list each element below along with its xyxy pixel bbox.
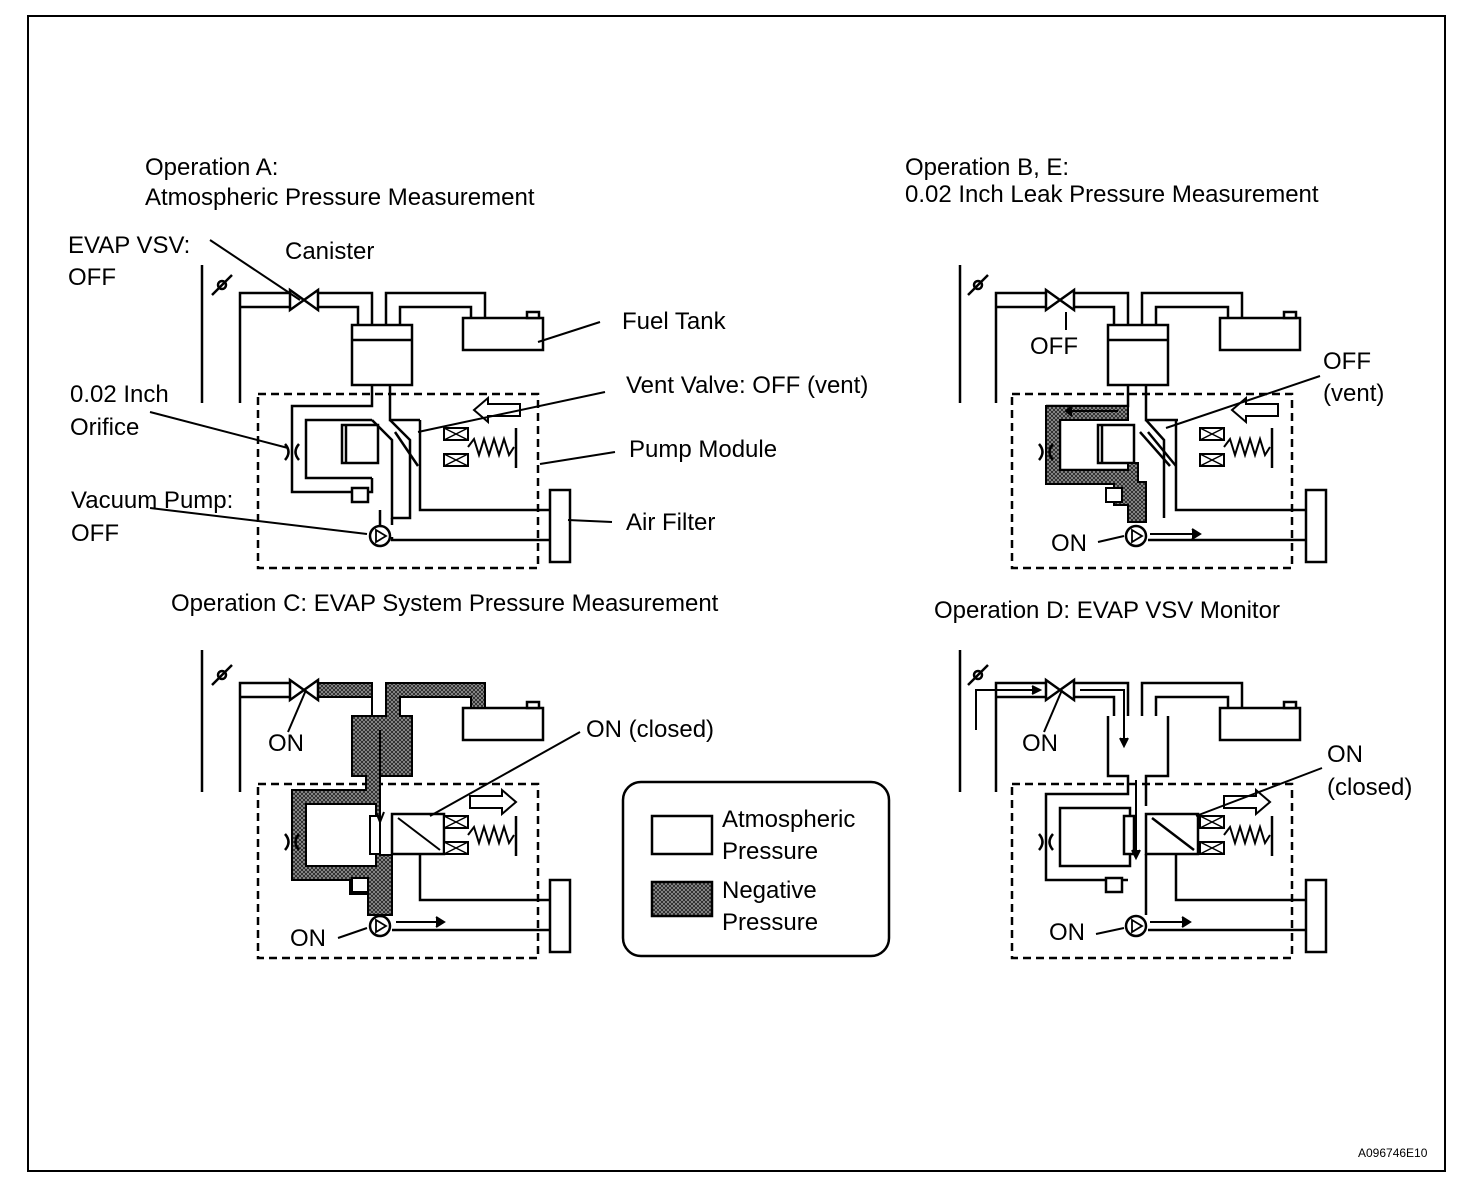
panel-c-title: Operation C: EVAP System Pressure Measur… <box>171 590 719 617</box>
panel-d-title: Operation D: EVAP VSV Monitor <box>934 597 1280 624</box>
legend-atmospheric-label-line2: Pressure <box>722 838 819 865</box>
panel-a-vacuum-pump-label: Vacuum Pump: <box>71 487 234 514</box>
legend-atmospheric-label-line1: Atmospheric <box>722 806 856 833</box>
figure-code: A096746E10 <box>1358 1146 1428 1160</box>
panel-a-evap-vsv-label: EVAP VSV: <box>68 232 191 259</box>
panel-d-pump-state: ON <box>1049 919 1085 946</box>
legend-box <box>621 780 891 958</box>
panel-a-title-line2: Atmospheric Pressure Measurement <box>145 184 535 211</box>
panel-c-vsv-state: ON <box>268 730 304 757</box>
legend-atmospheric-swatch <box>650 814 714 856</box>
panel-b-diagram <box>958 265 1328 570</box>
panel-d-vent-state-line2: (closed) <box>1327 774 1413 801</box>
panel-a-diagram <box>149 239 616 570</box>
legend-negative-swatch <box>650 880 714 918</box>
panel-b-title-line1: Operation B, E: <box>905 154 1070 181</box>
panel-a-orifice-label-line2: Orifice <box>70 414 140 441</box>
panel-a-vent-valve-label: Vent Valve: OFF (vent) <box>626 372 869 399</box>
panel-b-pump-state: ON <box>1051 530 1087 557</box>
panel-b-title-line2: 0.02 Inch Leak Pressure Measurement <box>905 181 1319 208</box>
panel-a-orifice-label-line1: 0.02 Inch <box>70 381 169 408</box>
panel-a-air-filter-label: Air Filter <box>626 509 716 536</box>
panel-a-evap-vsv-state: OFF <box>68 264 116 291</box>
panel-b-vent-state-line2: (vent) <box>1323 380 1385 407</box>
panel-c-vent-state: ON (closed) <box>586 716 715 743</box>
panel-b-vsv-state: OFF <box>1030 333 1078 360</box>
panel-d-diagram <box>958 650 1328 960</box>
panel-a-title-line1: Operation A: <box>145 154 279 181</box>
panel-a-pump-module-label: Pump Module <box>629 436 778 463</box>
panel-d-vent-state-line1: ON <box>1327 741 1363 768</box>
panel-d-vsv-state: ON <box>1022 730 1058 757</box>
panel-c-diagram <box>200 650 581 960</box>
figure-frame <box>27 15 1446 1172</box>
panel-a-fuel-tank-label: Fuel Tank <box>622 308 726 335</box>
legend-negative-label-line2: Pressure <box>722 909 819 936</box>
panel-a-canister-label: Canister <box>285 238 375 265</box>
panel-c-pump-state: ON <box>290 925 326 952</box>
panel-a-vacuum-pump-state: OFF <box>71 520 119 547</box>
panel-b-vent-state-line1: OFF <box>1323 348 1371 375</box>
legend-negative-label-line1: Negative <box>722 877 817 904</box>
